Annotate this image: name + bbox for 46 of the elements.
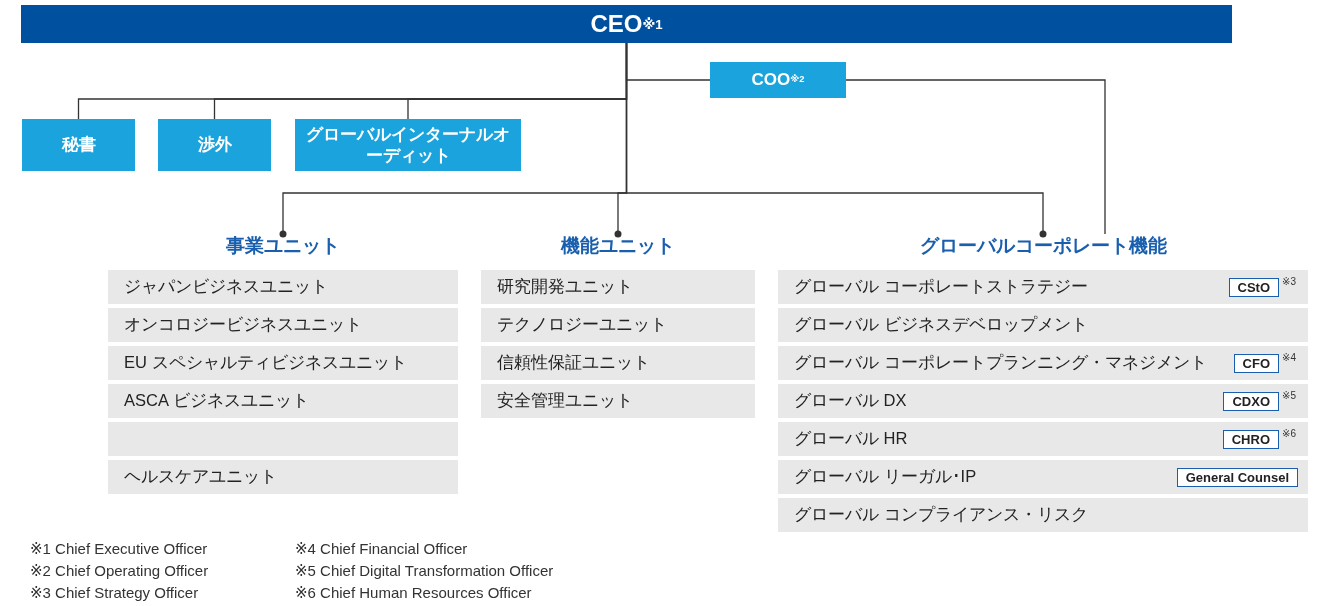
office-box: 渉外: [158, 119, 271, 171]
role-tag: General Counsel: [1176, 467, 1298, 487]
footnote: ※5 Chief Digital Transformation Officer: [295, 562, 554, 580]
footnote: ※1 Chief Executive Officer: [30, 540, 208, 558]
unit-box: [778, 384, 1308, 418]
group-heading: グローバルコーポレート機能: [919, 234, 1167, 258]
role-tag: CStO: [1228, 277, 1279, 297]
connector-line: [625, 42, 1047, 238]
role-tag: CDXO: [1223, 391, 1279, 411]
footnote: ※2 Chief Operating Officer: [30, 562, 209, 580]
unit-box: [778, 422, 1308, 456]
unit-name: グローバル DX: [794, 390, 907, 411]
footnote-mark: ※5: [1281, 390, 1297, 401]
unit-box: グローバル ビジネスデベロップメント: [778, 308, 1308, 342]
role-tag: CFO: [1233, 353, 1279, 373]
unit-box: 研究開発ユニット: [481, 270, 755, 304]
footnote-mark: ※3: [1281, 276, 1297, 287]
unit-name: グローバル HR: [794, 428, 908, 449]
connector-line: [845, 79, 1106, 235]
executive-bar: CEO$^{※1}$: [21, 5, 1232, 43]
unit-box: ジャパンビジネスユニット: [108, 270, 458, 304]
office-box: グローバルインターナルオーディット: [295, 119, 521, 171]
footnote-mark: ※4: [1281, 352, 1297, 363]
unit-box: 安全管理ユニット: [481, 384, 755, 418]
office-box: COO$^{※2}$: [710, 62, 846, 98]
group-heading: 機能ユニット: [561, 234, 675, 258]
unit-box: テクノロジーユニット: [481, 308, 755, 342]
footnote: ※6 Chief Human Resources Officer: [295, 584, 532, 602]
footnote: ※3 Chief Strategy Officer: [30, 584, 199, 602]
unit-box: ヘルスケアユニット: [108, 460, 458, 494]
role-tag: CHRO: [1222, 429, 1279, 449]
office-box: 秘書: [22, 119, 135, 171]
footnote-mark: ※6: [1281, 428, 1297, 439]
unit-name: グローバル コーポレートストラテジー: [794, 276, 1088, 297]
unit-name: グローバル リーガル･IP: [794, 466, 977, 487]
unit-box: 信頼性保証ユニット: [481, 346, 755, 380]
unit-box: グローバル コンプライアンス・リスク: [778, 498, 1308, 532]
unit-box: [778, 460, 1308, 494]
unit-box: [778, 346, 1308, 380]
unit-box: [778, 270, 1308, 304]
unit-box: ASCA ビジネスユニット: [108, 384, 458, 418]
group-heading: 事業ユニット: [226, 234, 340, 258]
unit-box: オンコロジービジネスユニット: [108, 308, 458, 342]
footnote: ※4 Chief Financial Officer: [295, 540, 468, 558]
unit-name: グローバル コーポレートプランニング・マネジメント: [794, 352, 1207, 373]
unit-box: EU スペシャルティビジネスユニット: [108, 346, 458, 380]
